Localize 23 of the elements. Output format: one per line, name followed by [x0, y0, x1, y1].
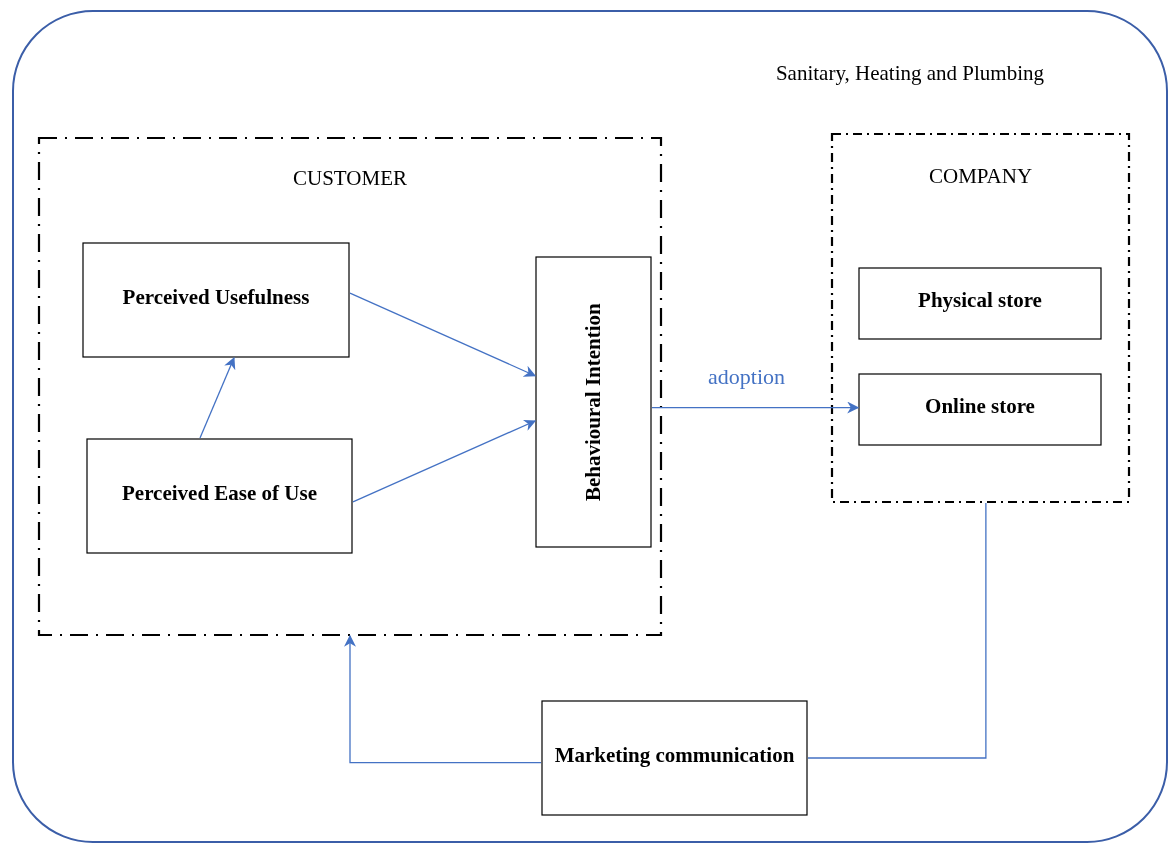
group-heading: CUSTOMER	[292, 165, 408, 192]
concept-box	[858, 373, 1102, 446]
arrow	[352, 419, 537, 503]
concept-label: Online store	[924, 393, 1036, 421]
group-box	[37, 136, 663, 637]
connector-line	[807, 502, 987, 759]
concept-label: Marketing communication	[553, 741, 796, 769]
concept-label: Perceived Ease of Use	[121, 479, 318, 507]
concept-label: Physical store	[917, 287, 1043, 315]
concept-box	[535, 256, 652, 548]
group-box	[830, 132, 1131, 504]
concept-box	[82, 242, 350, 358]
concept-label: Behavioural Intention	[580, 302, 607, 503]
concept-box	[541, 700, 808, 816]
concept-box	[86, 438, 353, 554]
arrow	[349, 292, 537, 377]
arrow	[344, 634, 542, 764]
arrow	[651, 401, 860, 414]
group-heading: COMPANY	[927, 163, 1034, 190]
concept-box	[858, 267, 1102, 340]
group-heading: Sanitary, Heating and Plumbing	[774, 60, 1046, 87]
concept-label: Perceived Usefulness	[121, 283, 311, 311]
arrow	[199, 356, 236, 439]
